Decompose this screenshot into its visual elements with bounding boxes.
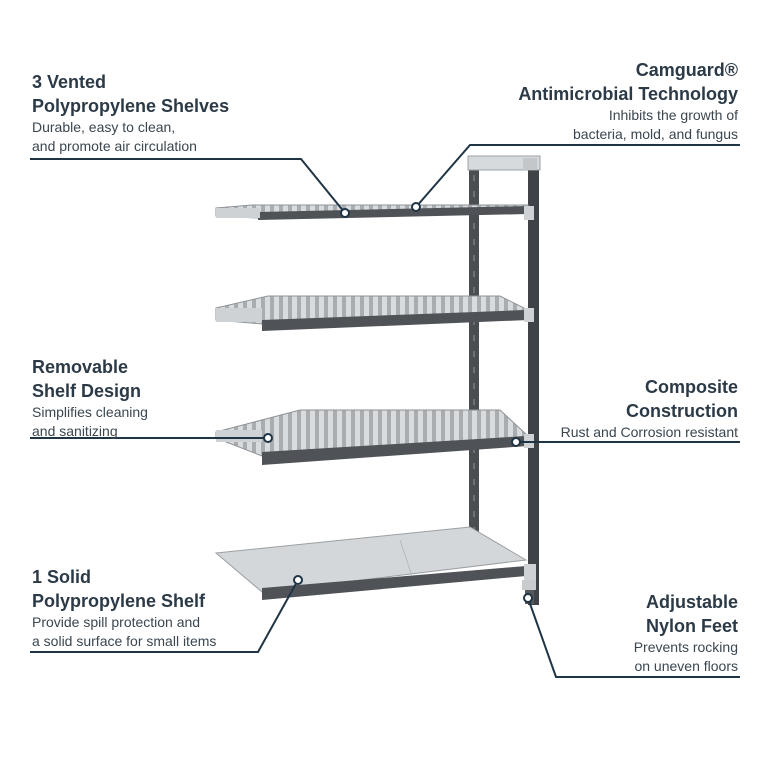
- rear-post: [469, 160, 479, 535]
- callout-title: Composite: [644, 377, 738, 397]
- vented-shelf-3: [215, 409, 534, 465]
- callout-title: Removable: [32, 357, 129, 377]
- callout-description: Prevents rocking: [633, 639, 738, 655]
- callout-title: Adjustable: [645, 592, 738, 612]
- callout-description: Rust and Corrosion resistant: [560, 424, 738, 440]
- callout-camguard: Camguard® Antimicrobial Technology Inhib…: [518, 58, 738, 144]
- callout-title: Polypropylene Shelves: [32, 96, 230, 116]
- callout-title: Nylon Feet: [645, 616, 738, 636]
- callout-description: bacteria, mold, and fungus: [573, 126, 738, 142]
- callout-feet: Adjustable Nylon Feet Prevents rocking o…: [634, 590, 738, 676]
- callout-description: Simplifies cleaning: [32, 404, 148, 420]
- callout-title: Polypropylene Shelf: [32, 591, 206, 611]
- callout-title: Camguard®: [635, 60, 738, 80]
- vented-shelf-1: [215, 204, 534, 220]
- callout-title: 1 Solid: [32, 567, 92, 587]
- callout-description: and promote air circulation: [32, 138, 197, 154]
- callout-title: Shelf Design: [32, 381, 142, 401]
- front-post: [528, 165, 539, 605]
- leader-lines: [30, 144, 740, 678]
- callout-dots: [263, 202, 533, 603]
- callout-description: Durable, easy to clean,: [32, 119, 176, 135]
- callout-description: Provide spill protection and: [32, 614, 201, 630]
- callout-description: on uneven floors: [634, 658, 738, 674]
- callout-title: 3 Vented: [32, 72, 107, 92]
- callout-title: Construction: [626, 401, 738, 421]
- vented-shelf-2: [215, 295, 534, 331]
- callout-title: Antimicrobial Technology: [518, 84, 738, 104]
- callout-removable: Removable Shelf Design Simplifies cleani…: [32, 355, 148, 441]
- callout-composite: Composite Construction Rust and Corrosio…: [561, 375, 738, 442]
- callout-description: Inhibits the growth of: [608, 107, 738, 123]
- callout-vented-shelves: 3 Vented Polypropylene Shelves Durable, …: [32, 70, 229, 156]
- callout-description: and sanitizing: [32, 423, 118, 439]
- callout-solid-shelf: 1 Solid Polypropylene Shelf Provide spil…: [32, 565, 216, 651]
- solid-shelf: [214, 526, 536, 600]
- top-cap: [467, 155, 541, 171]
- callout-description: a solid surface for small items: [32, 633, 217, 649]
